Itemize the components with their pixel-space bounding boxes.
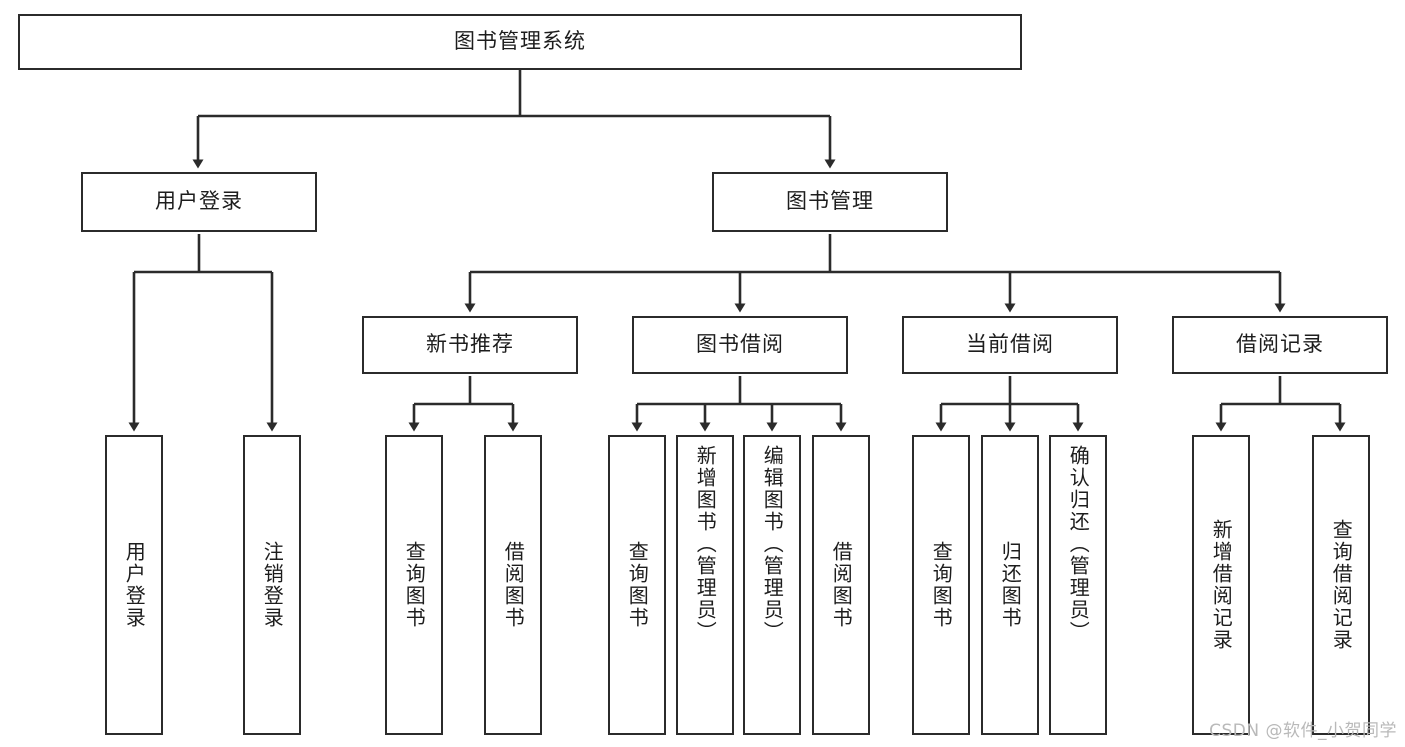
node-label: 查询图书 bbox=[625, 541, 650, 629]
leaf-confirm-return-admin[interactable]: 确认归还（管理员） bbox=[1049, 435, 1107, 735]
leaf-user-login[interactable]: 用户登录 bbox=[105, 435, 163, 735]
node-label: 图书管理系统 bbox=[454, 29, 586, 54]
node-label: 归还图书 bbox=[998, 541, 1023, 629]
node-label: 借阅图书 bbox=[501, 541, 526, 629]
leaf-query-borrowing-record[interactable]: 查询借阅记录 bbox=[1312, 435, 1370, 735]
node-label: 确认归还（管理员） bbox=[1066, 445, 1091, 643]
leaf-add-book-admin[interactable]: 新增图书（管理员） bbox=[676, 435, 734, 735]
node-book-borrowing[interactable]: 图书借阅 bbox=[632, 316, 848, 374]
node-label: 新增图书（管理员） bbox=[693, 445, 718, 643]
leaf-borrow-book-1[interactable]: 借阅图书 bbox=[484, 435, 542, 735]
node-label: 用户登录 bbox=[155, 189, 243, 214]
node-label: 用户登录 bbox=[122, 541, 147, 629]
leaf-return-book[interactable]: 归还图书 bbox=[981, 435, 1039, 735]
leaf-logout[interactable]: 注销登录 bbox=[243, 435, 301, 735]
leaf-borrow-book-2[interactable]: 借阅图书 bbox=[812, 435, 870, 735]
node-current-borrowing[interactable]: 当前借阅 bbox=[902, 316, 1118, 374]
node-label: 查询借阅记录 bbox=[1329, 519, 1354, 651]
node-label: 注销登录 bbox=[260, 541, 285, 629]
node-borrowing-record[interactable]: 借阅记录 bbox=[1172, 316, 1388, 374]
node-label: 新书推荐 bbox=[426, 332, 514, 357]
node-new-book-recommendation[interactable]: 新书推荐 bbox=[362, 316, 578, 374]
node-label: 图书借阅 bbox=[696, 332, 784, 357]
leaf-query-book-2[interactable]: 查询图书 bbox=[608, 435, 666, 735]
watermark: CSDN @软件_小贺同学 bbox=[1209, 721, 1397, 741]
leaf-edit-book-admin[interactable]: 编辑图书（管理员） bbox=[743, 435, 801, 735]
node-user-login[interactable]: 用户登录 bbox=[81, 172, 317, 232]
node-label: 编辑图书（管理员） bbox=[760, 445, 785, 643]
node-label: 查询图书 bbox=[402, 541, 427, 629]
leaf-query-book-3[interactable]: 查询图书 bbox=[912, 435, 970, 735]
leaf-query-book-1[interactable]: 查询图书 bbox=[385, 435, 443, 735]
node-label: 借阅图书 bbox=[829, 541, 854, 629]
node-label: 图书管理 bbox=[786, 189, 874, 214]
node-label: 查询图书 bbox=[929, 541, 954, 629]
node-root-book-management-system[interactable]: 图书管理系统 bbox=[18, 14, 1022, 70]
node-label: 当前借阅 bbox=[966, 332, 1054, 357]
node-label: 新增借阅记录 bbox=[1209, 519, 1234, 651]
node-label: 借阅记录 bbox=[1236, 332, 1324, 357]
node-book-management[interactable]: 图书管理 bbox=[712, 172, 948, 232]
leaf-add-borrowing-record[interactable]: 新增借阅记录 bbox=[1192, 435, 1250, 735]
